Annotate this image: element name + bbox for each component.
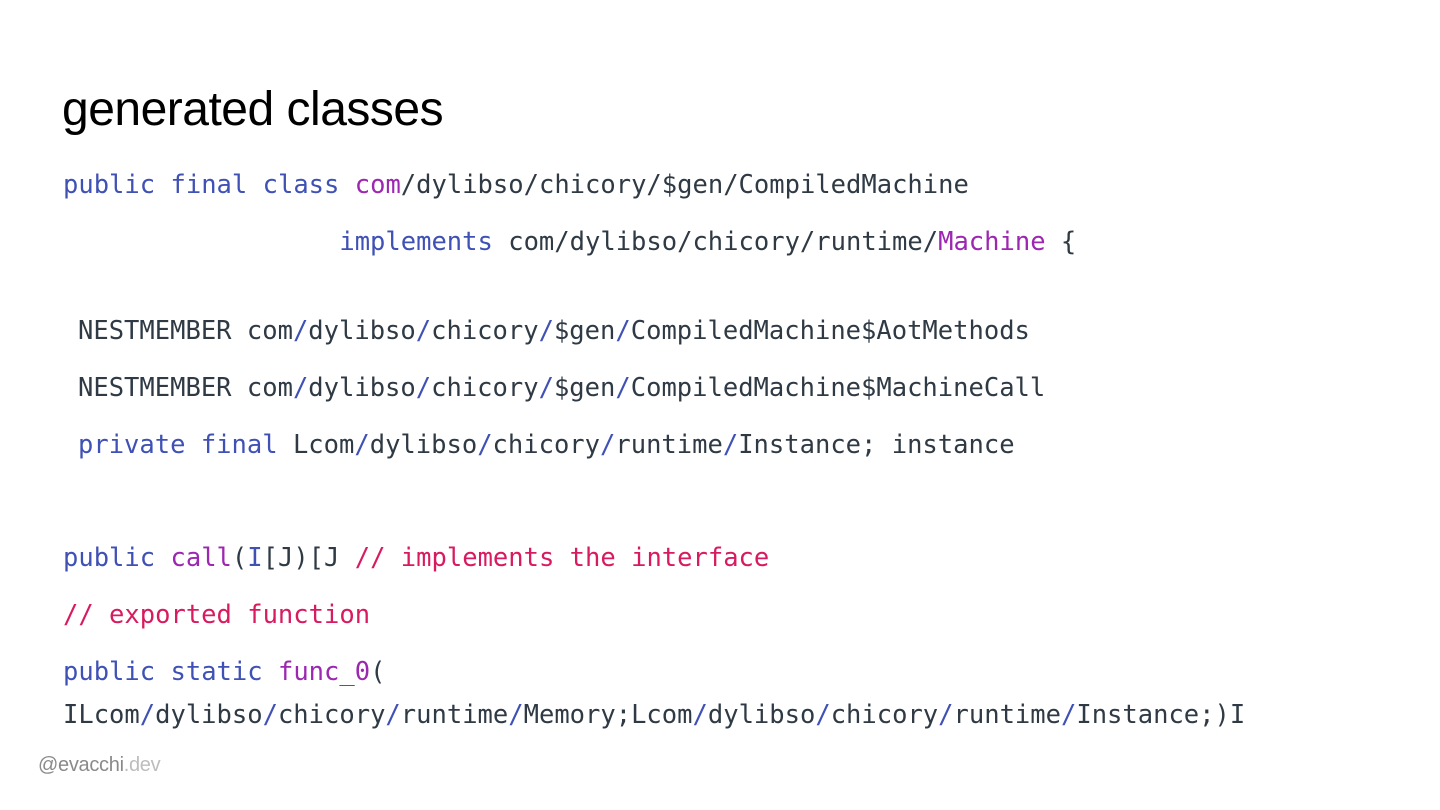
- code-token-name: call: [170, 543, 232, 573]
- footer-domain: .dev: [123, 754, 161, 776]
- code-token-text: /dylibso/chicory/$gen/CompiledMachine: [400, 170, 969, 200]
- code-token-keyword: public: [63, 657, 156, 687]
- code-token-text: $gen: [553, 373, 616, 403]
- code-token-text: chicory: [431, 373, 539, 403]
- code-token-text: (: [370, 657, 386, 687]
- code-token-keyword: /: [262, 700, 278, 730]
- code-token-name: com: [354, 170, 401, 200]
- code-token-name: Machine: [938, 227, 1046, 257]
- code-token-text: runtime: [615, 430, 723, 460]
- code-token-comment: // implements the interface: [354, 543, 770, 573]
- code-token-text: ILcom: [63, 700, 140, 730]
- code-token-keyword: /: [815, 700, 831, 730]
- code-token-keyword: private: [78, 430, 186, 460]
- code-token-text: dylibso: [707, 700, 816, 730]
- code-token-text: [247, 170, 262, 200]
- code-token-keyword: /: [292, 373, 309, 403]
- code-token-text: chicory: [431, 316, 539, 346]
- footer-attribution: @evacchi.dev: [38, 754, 161, 777]
- code-token-text: dylibso: [369, 430, 478, 460]
- code-token-keyword: I: [247, 543, 263, 573]
- footer-handle: @evacchi: [38, 754, 124, 776]
- code-token-keyword: /: [508, 700, 524, 730]
- code-token-name: func_0: [277, 657, 371, 687]
- code-token-text: Instance;)I: [1076, 700, 1246, 730]
- code-token-keyword: /: [354, 430, 370, 460]
- code-token-keyword: /: [615, 373, 631, 403]
- code-token-text: chicory: [492, 430, 601, 460]
- slide-title: generated classes: [62, 83, 444, 136]
- code-token-keyword: /: [615, 316, 631, 346]
- code-token-text: dylibso: [155, 700, 263, 730]
- code-token-keyword: /: [692, 700, 708, 730]
- code-token-text: [J)[J: [262, 543, 355, 573]
- code-token-text: [155, 170, 170, 200]
- code-token-keyword: /: [1060, 700, 1077, 730]
- code-token-text: dylibso: [308, 373, 416, 403]
- code-token-keyword: /: [415, 316, 432, 346]
- code-token-text: NESTMEMBER com: [78, 316, 293, 346]
- code-token-keyword: /: [600, 430, 616, 460]
- code-token-text: com/dylibso/chicory/runtime/: [492, 227, 939, 257]
- code-token-keyword: /: [538, 316, 554, 346]
- code-token-text: runtime: [953, 700, 1061, 730]
- code-token-text: Instance; instance: [738, 430, 1015, 460]
- code-token-text: [339, 170, 354, 200]
- code-token-text: Memory;Lcom: [523, 700, 693, 730]
- code-line-nestmember-machinecall: NESTMEMBER com/dylibso/chicory/$gen/Comp…: [78, 373, 1046, 403]
- code-line-implements: implements com/dylibso/chicory/runtime/M…: [63, 227, 1077, 257]
- code-line-func0-params: ILcom/dylibso/chicory/runtime/Memory;Lco…: [63, 700, 1246, 730]
- code-token-text: $gen: [553, 316, 616, 346]
- code-token-keyword: /: [538, 373, 554, 403]
- code-token-keyword: /: [477, 430, 493, 460]
- code-line-nestmember-aotmethods: NESTMEMBER com/dylibso/chicory/$gen/Comp…: [78, 316, 1030, 346]
- code-token-text: CompiledMachine$MachineCall: [630, 373, 1046, 403]
- code-token-text: NESTMEMBER com: [78, 373, 293, 403]
- code-token-text: runtime: [400, 700, 509, 730]
- code-line-func0-signature: public static func_0(: [63, 657, 386, 687]
- code-token-comment: // exported function: [63, 600, 371, 630]
- code-token-text: dylibso: [308, 316, 416, 346]
- code-token-text: chicory: [277, 700, 386, 730]
- code-line-call-method: public call(I[J)[J // implements the int…: [63, 543, 770, 573]
- code-token-text: Lcom: [277, 430, 355, 460]
- code-token-keyword: /: [139, 700, 156, 730]
- code-token-keyword: public: [63, 170, 156, 200]
- code-token-text: [155, 657, 170, 687]
- code-token-text: [185, 430, 200, 460]
- code-token-text: [63, 227, 339, 257]
- code-token-keyword: static: [170, 657, 263, 687]
- code-token-text: {: [1045, 227, 1077, 257]
- code-token-keyword: final: [170, 170, 248, 200]
- code-token-keyword: implements: [339, 227, 493, 257]
- code-token-text: [263, 657, 278, 687]
- code-line-class-declaration: public final class com/dylibso/chicory/$…: [63, 170, 969, 200]
- code-token-keyword: /: [415, 373, 432, 403]
- code-token-text: (: [231, 543, 248, 573]
- code-token-keyword: class: [262, 170, 340, 200]
- code-token-keyword: /: [938, 700, 954, 730]
- code-token-keyword: /: [385, 700, 401, 730]
- code-token-text: chicory: [830, 700, 939, 730]
- code-line-comment-exported-function: // exported function: [63, 600, 371, 630]
- code-token-keyword: /: [722, 430, 739, 460]
- code-token-keyword: final: [200, 430, 278, 460]
- code-token-keyword: public: [63, 543, 156, 573]
- code-token-text: [155, 543, 170, 573]
- code-line-instance-field: private final Lcom/dylibso/chicory/runti…: [78, 430, 1015, 460]
- code-token-text: CompiledMachine$AotMethods: [630, 316, 1030, 346]
- code-token-keyword: /: [292, 316, 309, 346]
